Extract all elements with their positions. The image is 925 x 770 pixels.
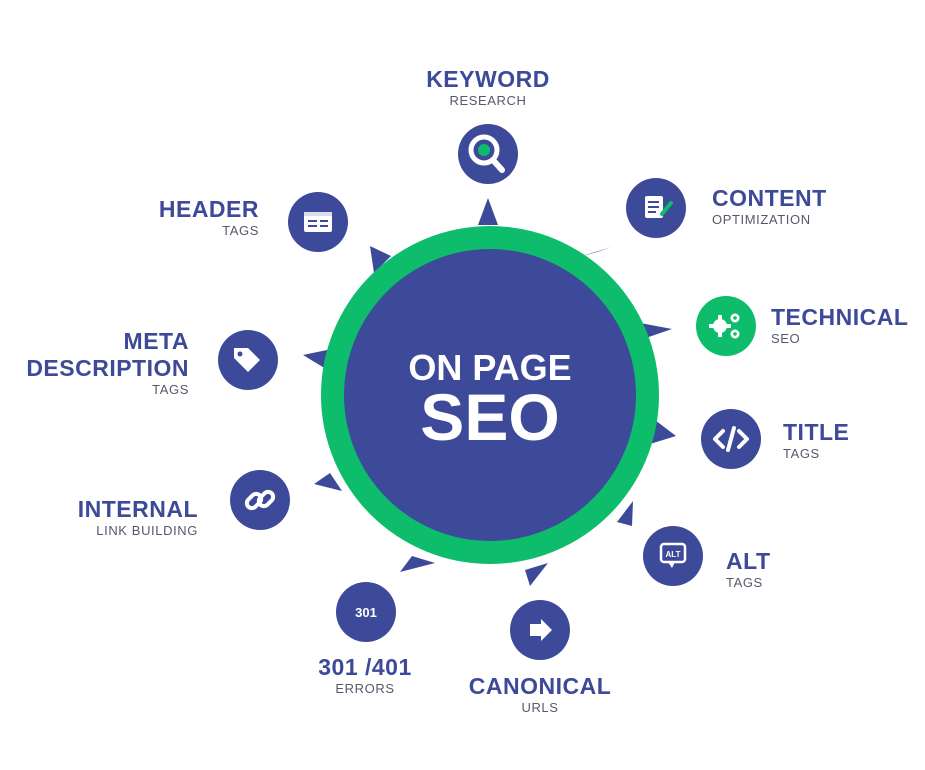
header-subtitle: TAGS [222, 223, 259, 238]
meta-label: META DESCRIPTION TAGS [10, 328, 189, 397]
meta-node [218, 330, 278, 390]
chain-link-icon [244, 489, 276, 511]
document-pencil-icon [645, 196, 673, 218]
alt-badge-text: ALT [666, 550, 681, 559]
header-label: HEADER TAGS [100, 196, 259, 238]
errors-title: 301 /401 [318, 654, 412, 680]
meta-subtitle: TAGS [152, 382, 189, 397]
gears-icon [709, 313, 740, 339]
technical-label: TECHNICAL SEO [771, 304, 909, 346]
canonical-label: CANONICAL URLS [455, 673, 625, 715]
meta-title: META [123, 328, 189, 354]
keyword-label: KEYWORD RESEARCH [406, 66, 570, 108]
content-node [626, 178, 686, 238]
center-title-line1: ON PAGE [408, 347, 571, 388]
internal-title: INTERNAL [77, 496, 198, 522]
header-title: HEADER [158, 196, 259, 222]
code-icon [713, 426, 749, 452]
internal-node [230, 470, 290, 530]
center-circle [344, 249, 636, 541]
technical-node [696, 296, 756, 356]
internal-subtitle: LINK BUILDING [96, 523, 198, 538]
arrow-right-icon [530, 619, 552, 641]
content-title: CONTENT [712, 185, 827, 211]
title-label: TITLE TAGS [783, 419, 850, 461]
tags-icon [234, 348, 260, 372]
content-label: CONTENT OPTIMIZATION [712, 185, 827, 227]
alt-subtitle: TAGS [726, 575, 763, 590]
canonical-subtitle: URLS [521, 700, 559, 715]
header-card-icon [304, 212, 332, 232]
canonical-title: CANONICAL [468, 673, 612, 699]
title-node [701, 409, 761, 469]
errors-subtitle: ERRORS [335, 681, 395, 696]
center-title-line2: SEO [420, 380, 559, 454]
title-subtitle: TAGS [783, 446, 820, 461]
errors-node: 301 [336, 582, 396, 642]
alt-label: ALT TAGS [726, 548, 771, 590]
keyword-title: KEYWORD [426, 66, 550, 92]
alt-node: ALT [643, 526, 703, 586]
keyword-node [458, 124, 518, 184]
alt-title: ALT [726, 548, 771, 574]
gear-spikes [303, 198, 676, 586]
meta-title-line2: DESCRIPTION [26, 355, 189, 381]
magnifier-icon [468, 134, 505, 173]
header-node [288, 192, 348, 252]
errors-label: 301 /401 ERRORS [290, 654, 440, 696]
title-title: TITLE [783, 419, 850, 445]
content-subtitle: OPTIMIZATION [712, 212, 811, 227]
technical-subtitle: SEO [771, 331, 801, 346]
301-badge-icon: 301 [355, 605, 377, 620]
internal-label: INTERNAL LINK BUILDING [40, 496, 198, 538]
keyword-subtitle: RESEARCH [449, 93, 527, 108]
canonical-node [510, 600, 570, 660]
technical-title: TECHNICAL [771, 304, 909, 330]
alt-bubble-icon: ALT [659, 542, 687, 568]
